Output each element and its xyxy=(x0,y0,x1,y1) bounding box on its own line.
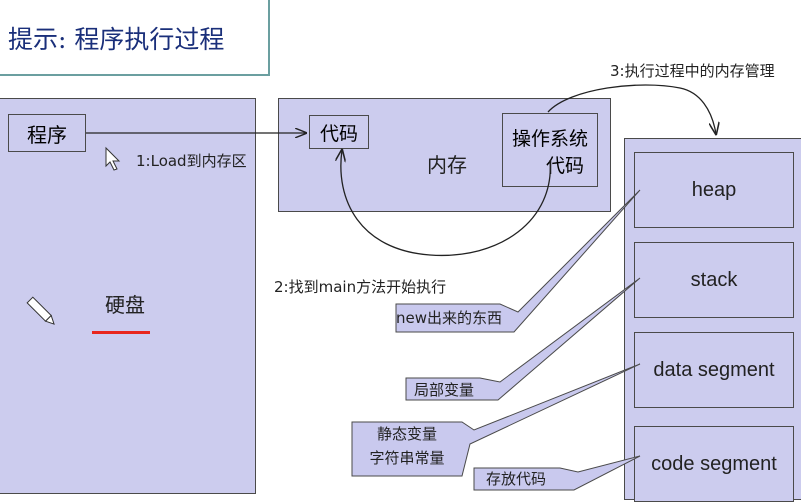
stack-segment: stack xyxy=(634,242,794,318)
code-callout-label: 存放代码 xyxy=(485,470,546,488)
code-segment-label: code segment xyxy=(651,452,777,475)
local-callout-label: 局部变量 xyxy=(413,381,474,399)
main-arrow xyxy=(341,150,551,257)
heap-segment: heap xyxy=(634,152,794,228)
static-line1: 静态变量 xyxy=(376,425,437,443)
code-label: 代码 xyxy=(319,122,358,145)
red-underline xyxy=(92,331,150,334)
memory-manage-arrow xyxy=(547,84,716,134)
static-callout xyxy=(351,363,641,477)
program-label: 程序 xyxy=(27,122,67,147)
local-callout xyxy=(405,277,641,401)
page-title: 提示: 程序执行过程 xyxy=(8,25,225,54)
memory-label: 内存 xyxy=(427,153,467,177)
code-callout xyxy=(473,455,641,491)
os-label-line1: 操作系统 xyxy=(511,128,588,150)
disk-label: 硬盘 xyxy=(105,293,145,317)
pen-icon xyxy=(26,296,55,325)
new-callout xyxy=(395,189,641,333)
data-segment-label: data segment xyxy=(653,358,775,381)
heap-label: heap xyxy=(691,178,737,201)
static-callout-label: 静态变量 字符串常量 xyxy=(352,422,462,470)
os-label-line2: 代码 xyxy=(545,155,584,177)
step1-label: 1:Load到内存区 xyxy=(136,152,247,170)
stack-label: stack xyxy=(690,268,738,291)
program-box: 程序 xyxy=(8,114,86,152)
memory-box: 代码 内存 操作系统 代码 xyxy=(278,98,611,212)
title-frame: 提示: 程序执行过程 xyxy=(0,0,270,76)
static-line2: 字符串常量 xyxy=(369,449,445,467)
disk-box: 程序 硬盘 xyxy=(0,98,256,494)
step3-label: 3:执行过程中的内存管理 xyxy=(610,62,775,80)
step2-label: 2:找到main方法开始执行 xyxy=(274,278,447,296)
data-segment: data segment xyxy=(634,332,794,408)
code-box: 代码 xyxy=(309,115,369,149)
cursor-icon xyxy=(105,146,121,171)
new-callout-label: new出来的东西 xyxy=(396,309,503,327)
